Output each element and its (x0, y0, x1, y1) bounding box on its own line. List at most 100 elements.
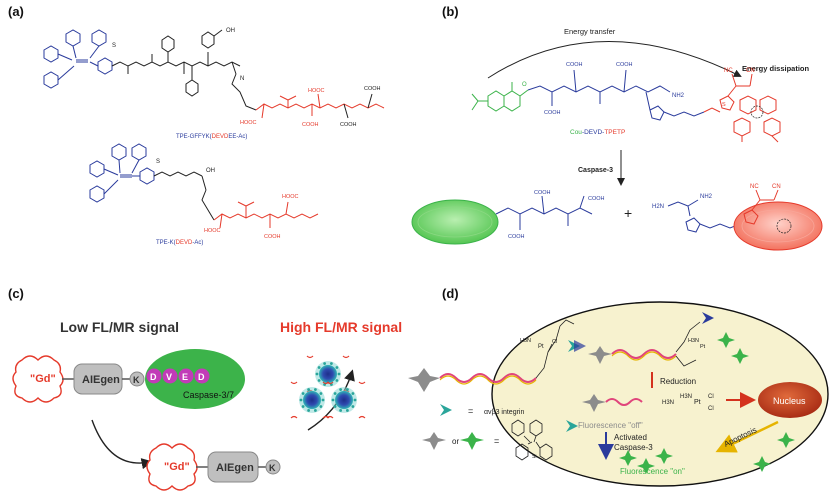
cleavage-arrow (91, 419, 153, 470)
amine-fragment (667, 199, 741, 233)
devd-chain-b (527, 69, 671, 111)
rotor-circle-1 (750, 105, 764, 119)
nucleus (758, 382, 822, 418)
atom-cooh-b5: COOH (588, 196, 605, 202)
nanoparticle-ligand (335, 366, 339, 369)
pt-h3n-2: H3N (688, 338, 699, 344)
fluor-on-label: Fluorescence "on" (620, 467, 685, 476)
nanoparticle-ligand (345, 388, 349, 391)
panel-c: (c) Low FL/MR signal High FL/MR signal "… (8, 286, 402, 491)
atom-nc-b: NC (724, 68, 733, 74)
devd-chain-2 (213, 201, 319, 229)
compound-1-prefix: TPE-GFFYK( (176, 134, 212, 140)
peptide-reduced (605, 398, 643, 406)
integrin-entry-ligand (566, 420, 578, 432)
compound-1-red: DEVD (212, 134, 229, 140)
compound-2-prefix: TPE-K( (156, 240, 176, 246)
nanoparticle-ligand (337, 372, 341, 376)
nanoparticle-ligand (313, 409, 317, 412)
integrin-label: αvβ3 integrin (484, 409, 524, 416)
compound-1-label: TPE-GFFYK(DEVDEE-Ac) (176, 134, 247, 140)
tpetp-aggregate-oval (733, 201, 823, 251)
atom-cooh-b4: COOH (534, 190, 551, 196)
aiegen-label-2: AIEgen (216, 462, 254, 474)
k-label-2: K (269, 463, 276, 473)
emission-wave (358, 381, 366, 385)
residue-d1 (146, 368, 162, 384)
peptide-linker-inside (611, 349, 677, 359)
activated-label: Activated (614, 433, 647, 442)
green-star-icon (731, 348, 749, 364)
atom-cooh-4: COOH (264, 234, 281, 240)
atom-nh2-b2: NH2 (700, 194, 713, 200)
k-circle (129, 371, 145, 387)
atom-nh2-b: NH2 (672, 93, 685, 99)
rotor-circle-2 (776, 218, 792, 234)
tpe-star-reduced (582, 394, 606, 412)
energy-transfer-arrow (487, 41, 742, 79)
aiegen-label: AIEgen (82, 374, 120, 386)
nanoparticle-ligand (313, 388, 317, 391)
nanoparticle-cluster (290, 355, 366, 419)
green-star-legend (460, 432, 484, 450)
atom-s-b: S (722, 102, 726, 108)
nanoparticle-ligand (317, 366, 321, 369)
nanoparticle-ligand (339, 388, 343, 391)
pt-complex-outside (535, 319, 575, 379)
caspase-label-b: Caspase-3 (578, 167, 613, 174)
nanoparticle-ligand (339, 409, 343, 412)
atom-cooh-1: COOH (302, 122, 319, 128)
devd-chain-1 (255, 93, 385, 119)
atom-oh-2: OH (206, 168, 215, 174)
green-star-icon (637, 458, 655, 474)
nanoparticle (319, 365, 337, 383)
reduction-label: Reduction (660, 377, 696, 386)
pt-symbol-2: Pt (700, 344, 706, 350)
compound-2-label: TPE-K(DEVD-Ac) (156, 240, 203, 246)
probe-blue: -DEVD- (582, 129, 604, 136)
panel-d-label: (d) (442, 286, 459, 301)
peptide-chain-1 (111, 29, 257, 111)
panel-c-label: (c) (8, 286, 24, 301)
nanoparticle-ligand (319, 392, 323, 395)
green-star-icon (753, 456, 771, 472)
nanoparticle-ligand (335, 379, 339, 382)
nanoparticle-ligand (315, 372, 319, 376)
green-star-icon (777, 432, 795, 448)
residue-v-label: V (166, 372, 172, 382)
peptide-linker-outside (439, 373, 537, 383)
gd-badge-2 (146, 443, 198, 491)
atom-cooh-b6: COOH (508, 234, 525, 240)
atom-hooc-4: HOOC (282, 194, 299, 200)
devd-fragment (495, 195, 593, 230)
pt-h3n-3: H3N (662, 400, 674, 406)
tpe-core-1 (43, 29, 113, 89)
or-label: or (452, 437, 459, 446)
nanoparticle-ligand (351, 405, 355, 408)
green-star-icon (655, 448, 673, 464)
caspase-label-c: Caspase-3/7 (183, 390, 234, 400)
probe-green: Cou (570, 129, 582, 136)
atom-cooh-b1: COOH (566, 62, 583, 68)
panel-a-label: (a) (8, 4, 24, 19)
green-stars-inside (619, 332, 795, 474)
nanoparticle-ligand (319, 405, 323, 408)
integrin-ligand-inside (702, 312, 714, 324)
green-star-icon (619, 450, 637, 466)
nanoparticle (335, 391, 353, 409)
gd-badge (12, 355, 64, 403)
peptide-linker-inside-2 (611, 351, 677, 361)
nanoparticle-ligand (307, 388, 311, 391)
pt-complex-inside (675, 321, 701, 367)
atom-cooh-b3: COOH (544, 110, 561, 116)
apoptosis-arrow (715, 420, 779, 453)
tpe-star-outside (408, 368, 440, 392)
panel-b: (b) Energy transfer Energy dissipation O… (411, 4, 823, 251)
energy-dissipation-label: Energy dissipation (742, 64, 810, 73)
tpe-star-inside (588, 346, 612, 364)
pt-cl-3: Cl (708, 394, 714, 400)
emission-wave (290, 415, 298, 419)
k-label: K (133, 375, 140, 385)
integrin-legend-icon (440, 404, 452, 416)
probe-red: TPETP (604, 129, 625, 136)
